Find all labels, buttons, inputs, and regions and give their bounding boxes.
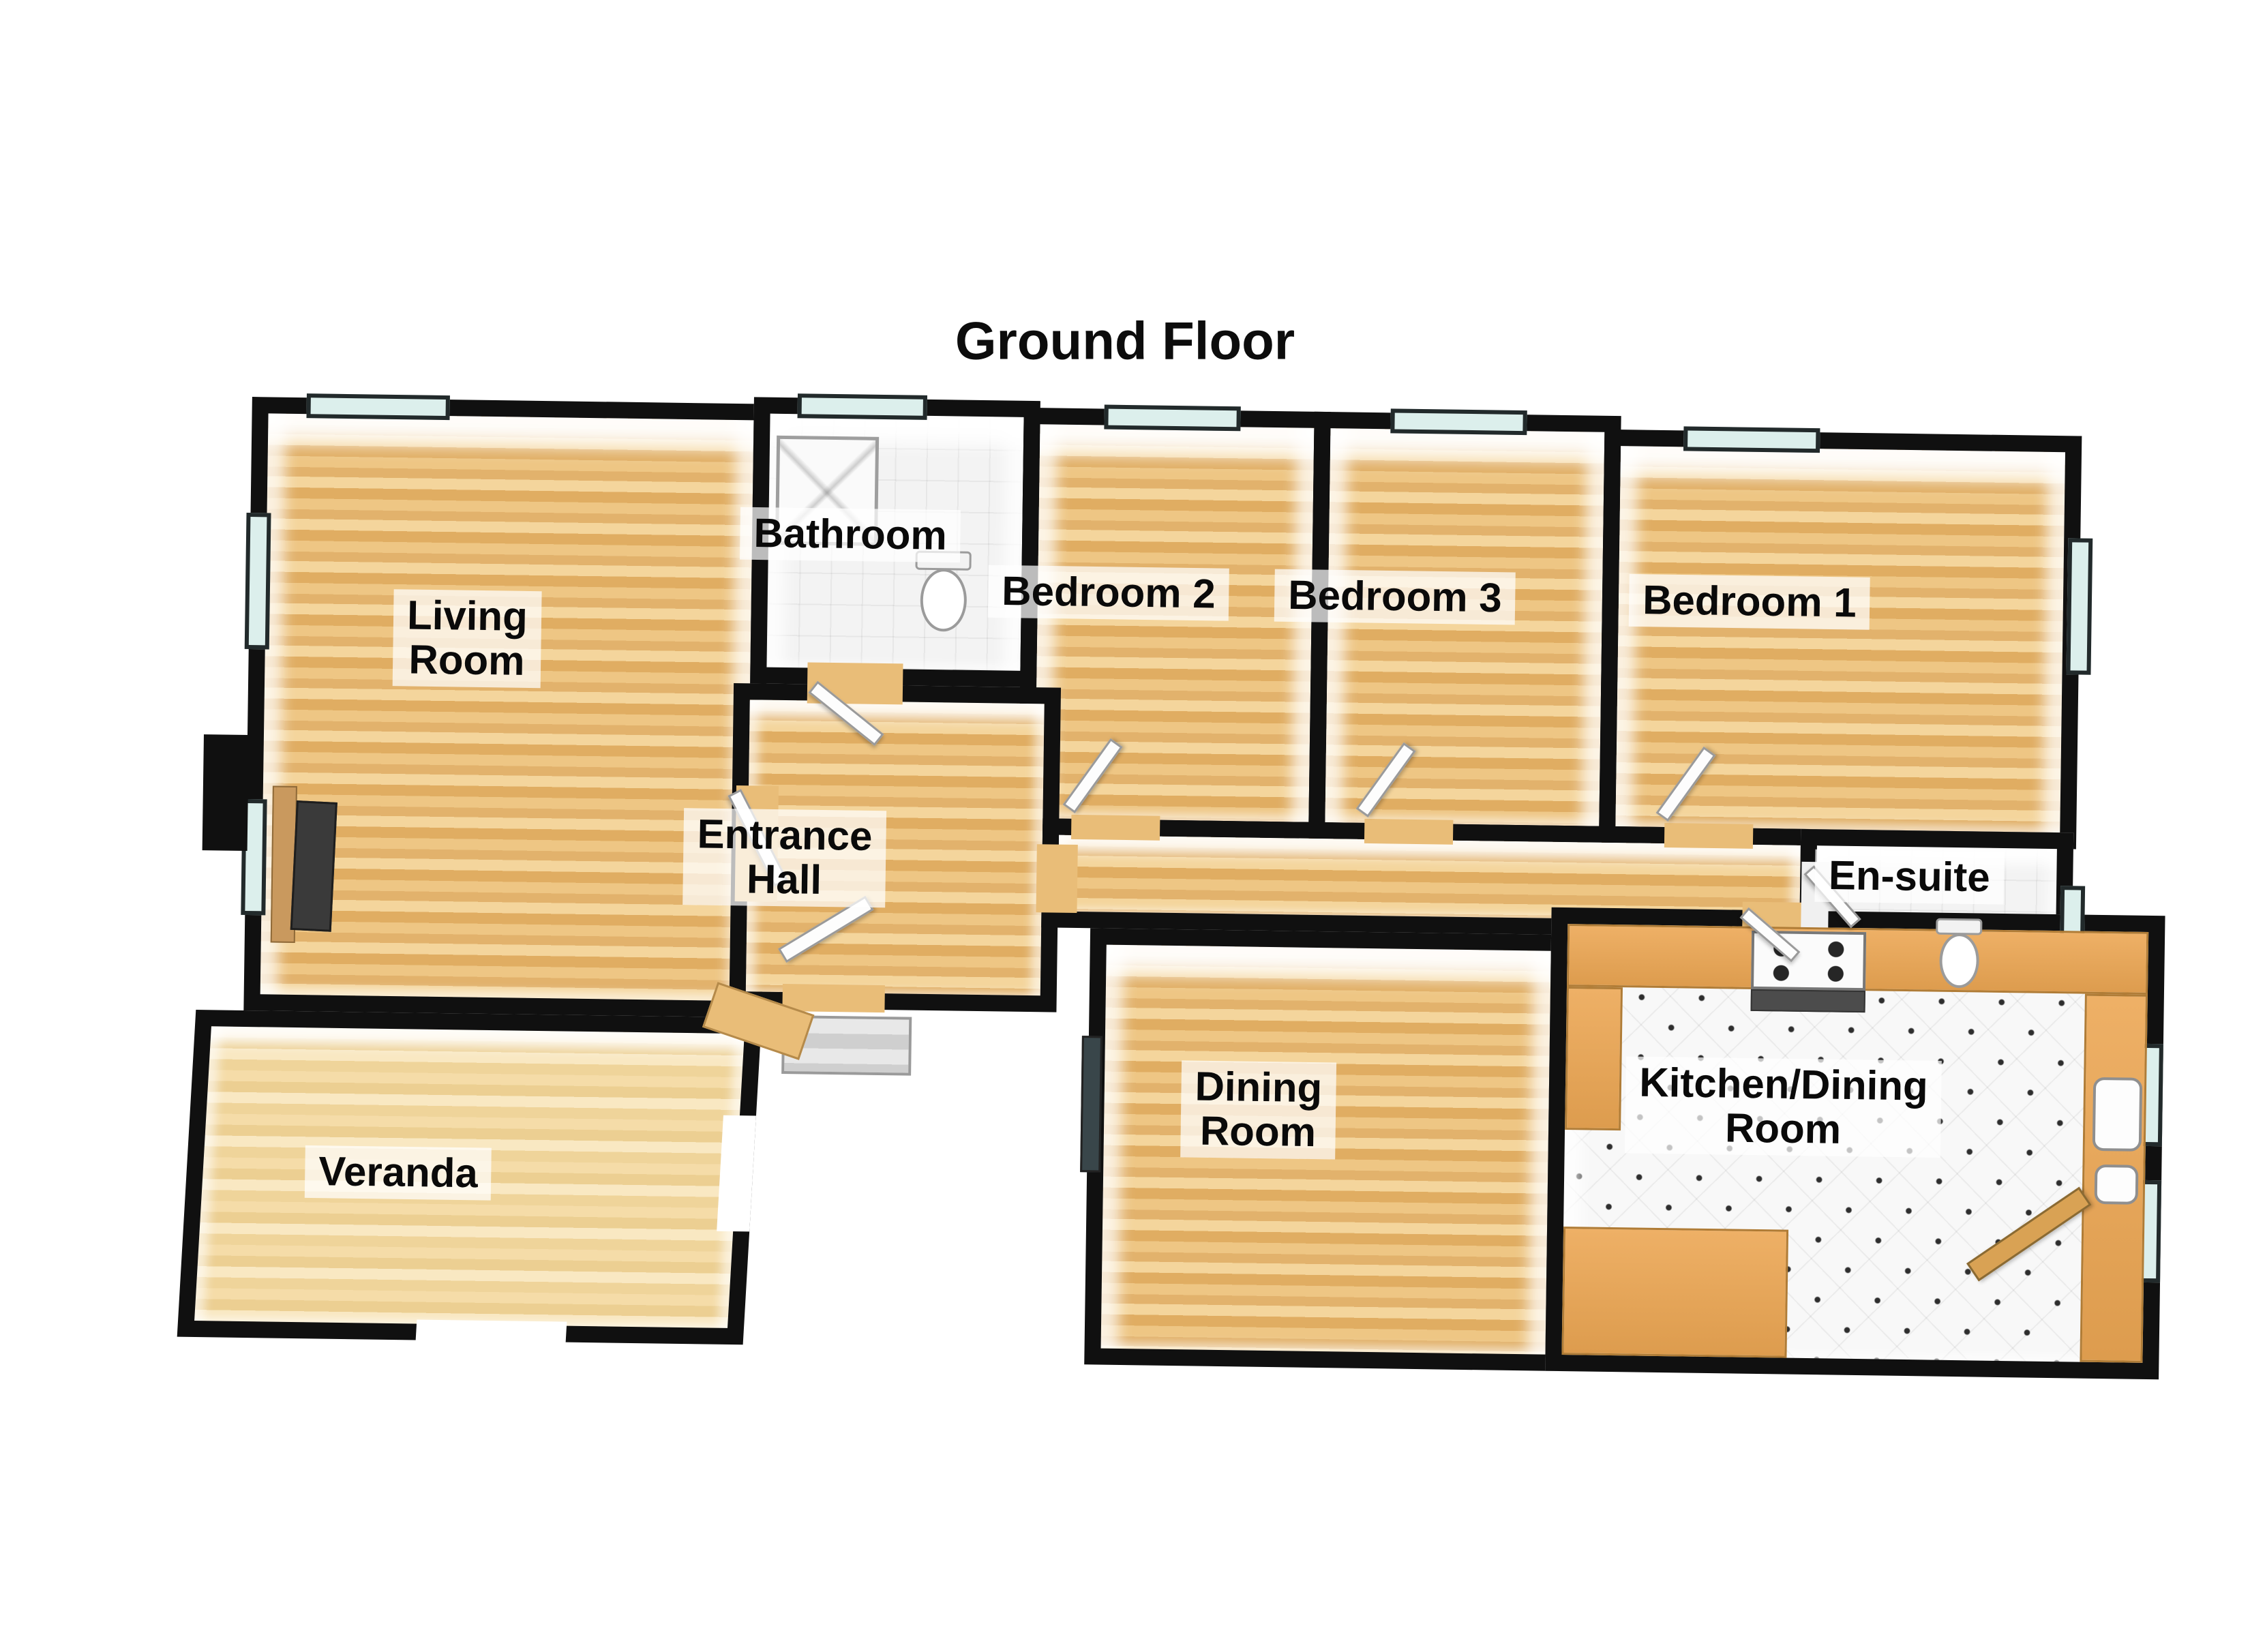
room-bedroom-3: [1308, 411, 1621, 843]
label-bedroom-3: Bedroom 3: [1274, 569, 1516, 625]
kitchen-sink-drainer: [2094, 1164, 2139, 1205]
label-kitchen-dining: Kitchen/Dining Room: [1624, 1056, 1942, 1158]
label-bedroom-2: Bedroom 2: [987, 565, 1230, 621]
window-living-top: [306, 393, 450, 421]
window-bedroom-1-right: [2066, 538, 2093, 675]
label-bedroom-1: Bedroom 1: [1628, 573, 1871, 630]
window-living-left-upper: [244, 512, 271, 650]
kitchen-bench-corner: [1561, 1227, 1789, 1358]
window-bedroom-3: [1390, 408, 1527, 436]
doorway-bedroom-3: [1364, 818, 1454, 845]
doorway-bedroom-2: [1070, 814, 1160, 841]
stove-hood: [1750, 989, 1865, 1013]
toilet-tank-en-suite: [1936, 918, 1983, 935]
label-en-suite: En-suite: [1814, 849, 2005, 905]
window-bathroom: [797, 393, 928, 420]
window-bedroom-2: [1104, 404, 1241, 432]
label-bathroom: Bathroom: [739, 507, 961, 562]
dining-patio-door: [1080, 1036, 1102, 1173]
room-bedroom-2: [1018, 407, 1331, 839]
tv-screen: [290, 800, 338, 932]
opening-hall-to-corridor: [1036, 844, 1078, 914]
room-bedroom-1: [1598, 429, 2082, 850]
kitchen-counter-left: [1565, 987, 1623, 1131]
veranda-open-edge-right: [717, 1115, 756, 1232]
label-living-room: Living Room: [392, 589, 542, 688]
label-dining-room: Dining Room: [1180, 1060, 1336, 1160]
window-bedroom-1-top: [1683, 426, 1820, 453]
label-entrance-hall: Entrance Hall: [682, 808, 886, 907]
veranda-open-edge-bottom: [415, 1319, 567, 1349]
page-title: Ground Floor: [955, 310, 1295, 371]
kitchen-sink-main: [2092, 1077, 2143, 1152]
doorway-front-entrance: [782, 984, 885, 1013]
chimney-recess: [202, 734, 249, 852]
label-veranda: Veranda: [304, 1145, 492, 1201]
doorway-bedroom-1: [1664, 823, 1754, 849]
